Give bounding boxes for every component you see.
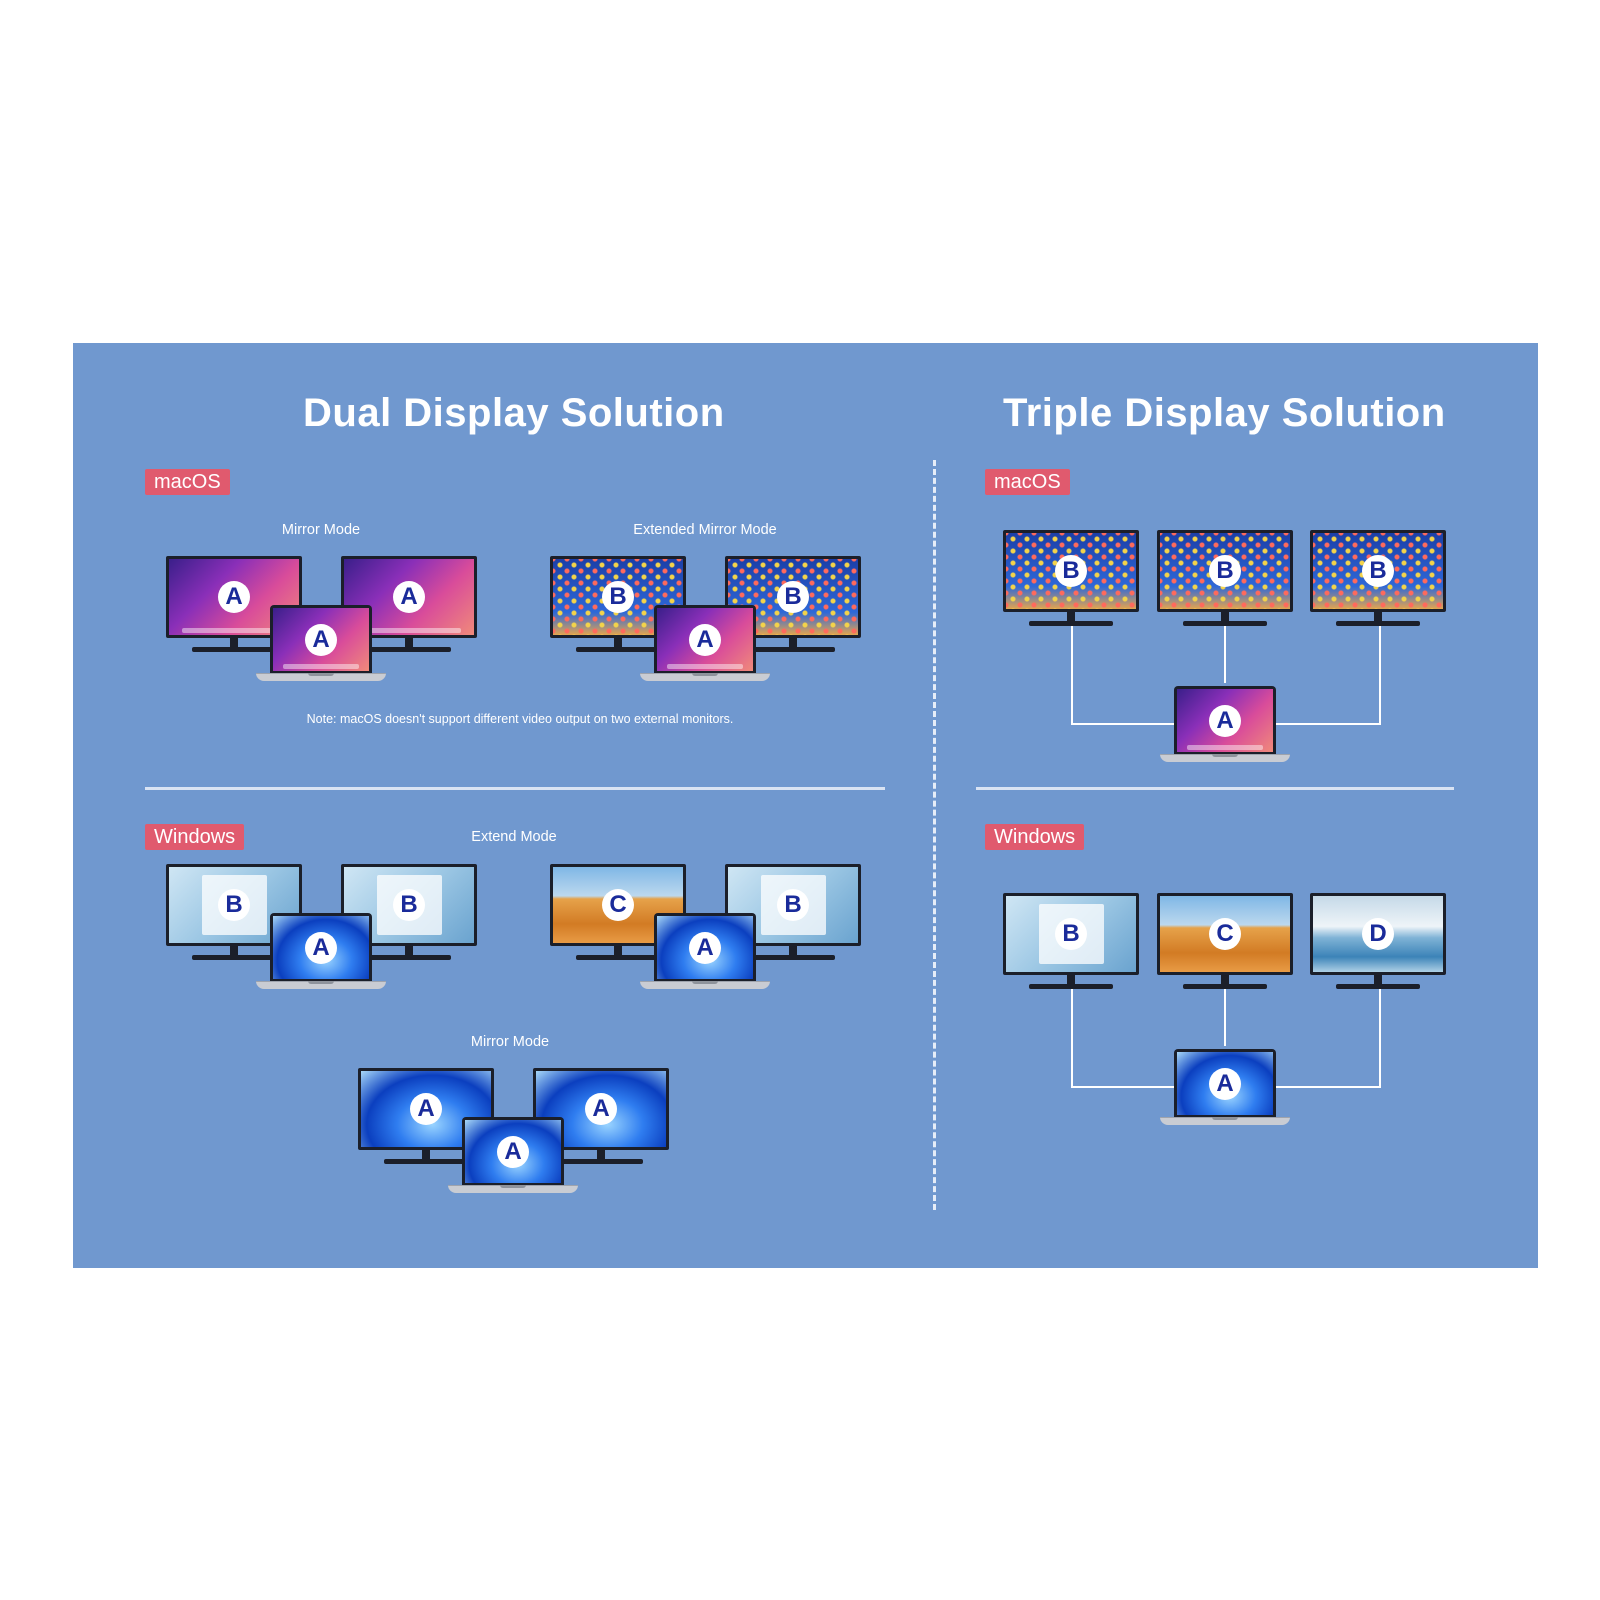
display-solutions-panel: Dual Display Solution Triple Display Sol…	[73, 343, 1538, 1268]
monitor: B	[725, 556, 861, 656]
cable	[1224, 986, 1226, 1046]
display-letter-a: A	[305, 931, 337, 964]
laptop: A	[640, 605, 770, 685]
display-letter-a: A	[689, 931, 721, 964]
dual-divider	[145, 787, 885, 790]
display-letter-b: B	[1055, 555, 1087, 587]
cable	[1224, 623, 1226, 683]
win-mirror-mode-label: Mirror Mode	[470, 1034, 550, 1050]
monitor: C	[550, 864, 686, 964]
mac-mirror-mode-label: Mirror Mode	[281, 522, 361, 538]
display-letter-a: A	[393, 581, 425, 613]
display-letter-a: A	[497, 1135, 529, 1168]
monitor: D	[1310, 893, 1446, 993]
display-letter-b: B	[393, 889, 425, 921]
display-letter-a: A	[1209, 704, 1241, 737]
display-letter-b: B	[1055, 918, 1087, 950]
dual-display-title: Dual Display Solution	[303, 391, 725, 435]
macos-note: Note: macOS doesn't support different vi…	[306, 712, 734, 726]
display-letter-a: A	[585, 1093, 617, 1125]
display-letter-a: A	[305, 623, 337, 656]
monitor: B	[1157, 530, 1293, 630]
extend-mode-label: Extend Mode	[471, 829, 557, 845]
display-letter-a: A	[218, 581, 250, 613]
display-letter-b: B	[218, 889, 250, 921]
display-letter-c: C	[602, 889, 634, 921]
dual-macos-badge: macOS	[145, 469, 230, 495]
monitor: B	[166, 864, 302, 964]
mac-extended-mirror-mode-label: Extended Mirror Mode	[633, 522, 777, 538]
monitor: B	[1003, 530, 1139, 630]
section-divider	[933, 460, 936, 1210]
triple-display-title: Triple Display Solution	[1003, 391, 1446, 435]
triple-macos-badge: macOS	[985, 469, 1070, 495]
display-letter-a: A	[410, 1093, 442, 1125]
display-letter-b: B	[777, 889, 809, 921]
display-letter-b: B	[777, 581, 809, 613]
monitor: C	[1157, 893, 1293, 993]
dual-windows-badge: Windows	[145, 824, 245, 850]
display-letter-b: B	[602, 581, 634, 613]
display-letter-a: A	[689, 623, 721, 656]
display-letter-a: A	[1209, 1067, 1241, 1100]
display-letter-b: B	[1209, 555, 1241, 587]
laptop: A	[256, 605, 386, 685]
triple-windows-badge: Windows	[985, 824, 1085, 850]
monitor: A	[166, 556, 302, 656]
laptop: A	[256, 913, 386, 993]
laptop: A	[1160, 1049, 1290, 1129]
display-letter-c: C	[1209, 918, 1241, 950]
laptop: A	[1160, 686, 1290, 766]
display-letter-d: D	[1362, 918, 1394, 950]
triple-divider	[976, 787, 1454, 790]
laptop: A	[640, 913, 770, 993]
monitor: B	[1310, 530, 1446, 630]
laptop: A	[448, 1117, 578, 1197]
display-letter-b: B	[1362, 555, 1394, 587]
monitor: B	[1003, 893, 1139, 993]
